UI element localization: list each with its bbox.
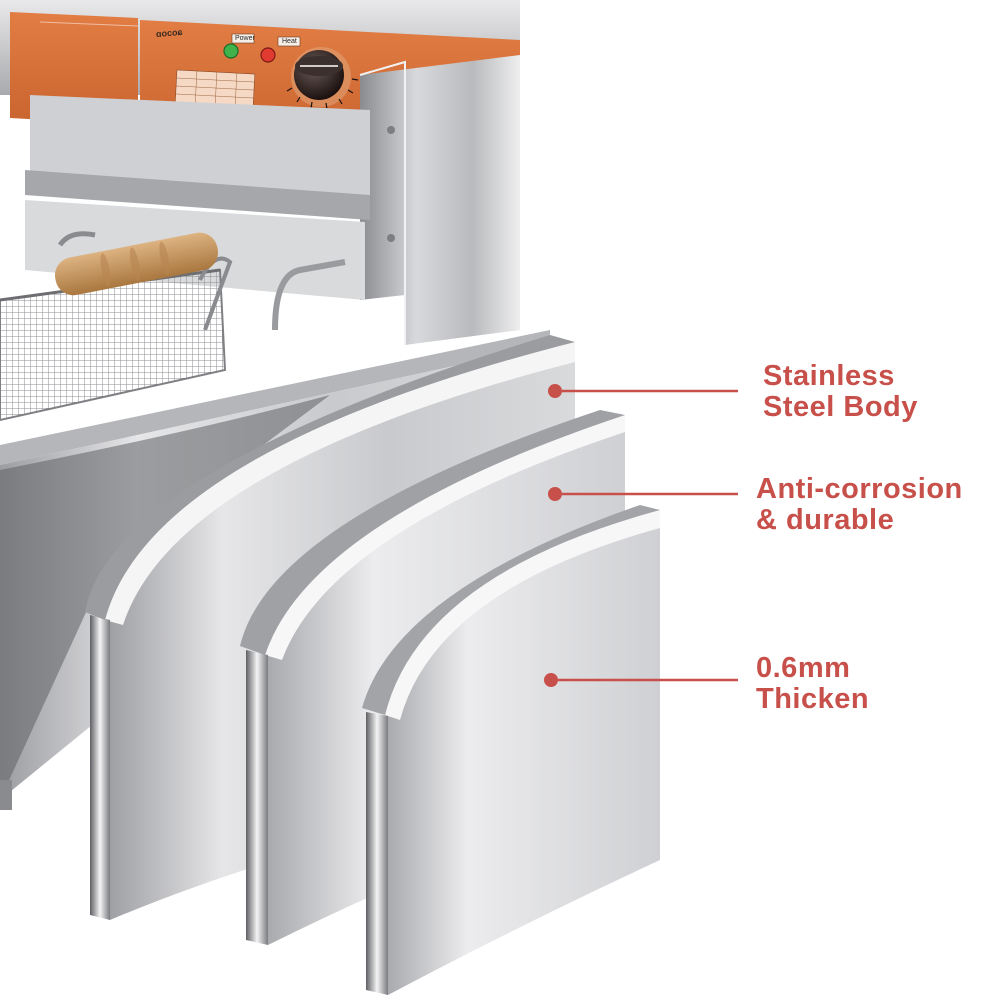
callout-stainless-steel-body: Stainless Steel Body (763, 361, 918, 423)
heat-button-label: Heat (282, 38, 297, 45)
callout-pointers (544, 384, 738, 687)
fry-basket (0, 231, 346, 422)
callout-2-line-2: & durable (756, 504, 895, 536)
callout-1-line-1: Stainless (763, 360, 895, 392)
heat-light-icon (260, 47, 276, 63)
callout-anti-corrosion: Anti-corrosion & durable (756, 474, 963, 536)
callout-dot-3 (544, 673, 558, 687)
callout-3-line-1: 0.6mm (756, 652, 851, 684)
callout-2-line-1: Anti-corrosion (756, 473, 963, 505)
steel-sheet-small (362, 505, 660, 995)
callout-thickness: 0.6mm Thicken (756, 653, 869, 715)
power-light-icon (223, 43, 239, 59)
power-button-label: Power (235, 35, 255, 42)
callout-1-line-2: Steel Body (763, 391, 918, 423)
callout-3-line-2: Thicken (756, 683, 870, 715)
callout-dot-2 (548, 487, 562, 501)
side-wall (360, 55, 520, 345)
callout-dot-1 (548, 384, 562, 398)
temperature-knob-icon (286, 47, 359, 110)
